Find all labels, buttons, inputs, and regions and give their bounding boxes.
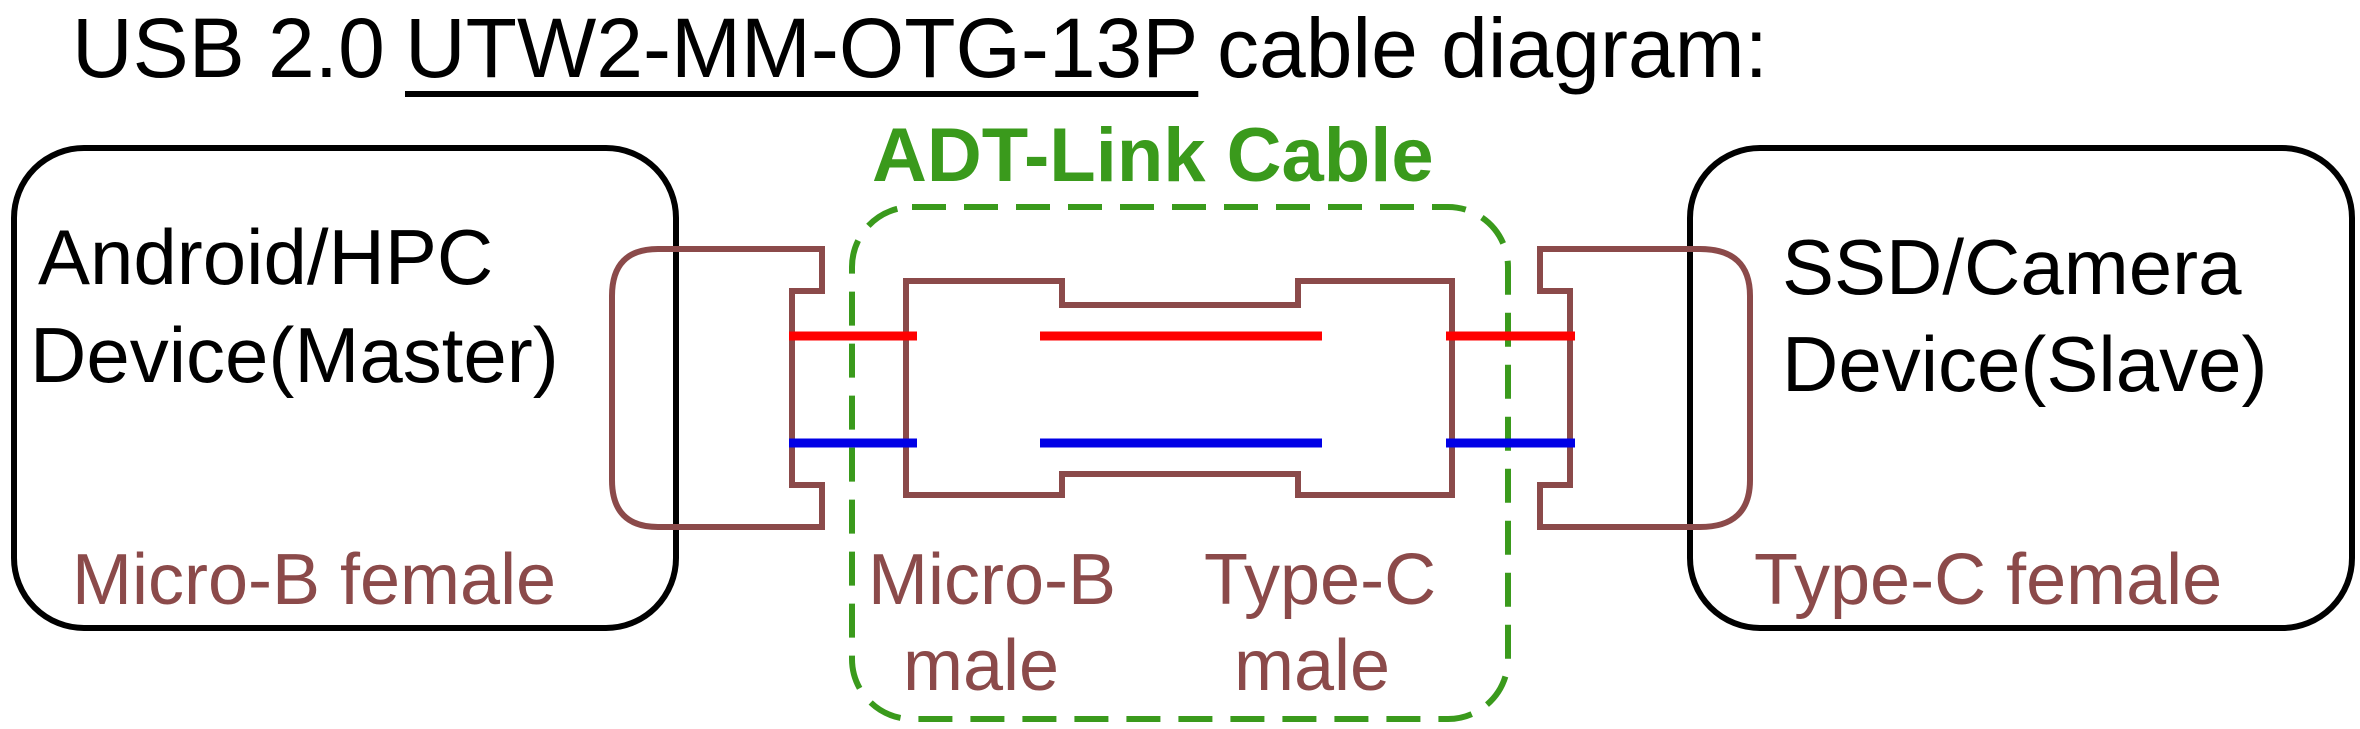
right-plug-label-line-2: male [1234, 626, 1391, 706]
left-plug-label-line-1: Micro-B [868, 540, 1116, 620]
master-device-box [11, 145, 679, 631]
cable-boundary [849, 204, 1511, 722]
slave-device-box [1687, 145, 2355, 631]
cable-title: ADT-Link Cable [872, 113, 1434, 198]
cable-body-plugs [903, 278, 1455, 498]
type-c-female-receptacle [1537, 246, 1753, 530]
model-number-link[interactable]: UTW2-MM-OTG-13P [405, 1, 1199, 95]
slave-port-label: Type-C female [1754, 540, 2223, 620]
micro-b-female-receptacle [609, 246, 825, 530]
master-device-name-line-1: Android/HPC [38, 213, 494, 301]
title-prefix: USB 2.0 [72, 1, 385, 95]
right-plug-label-line-1: Type-C [1204, 540, 1437, 620]
slave-device-name-line-2: Device(Slave) [1782, 320, 2268, 408]
left-plug-label-line-2: male [903, 626, 1060, 706]
master-port-label: Micro-B female [72, 540, 557, 620]
slave-device-name-line-1: SSD/Camera [1782, 223, 2242, 311]
master-device-name-line-2: Device(Master) [30, 311, 559, 399]
title-suffix: cable diagram: [1217, 1, 1768, 95]
